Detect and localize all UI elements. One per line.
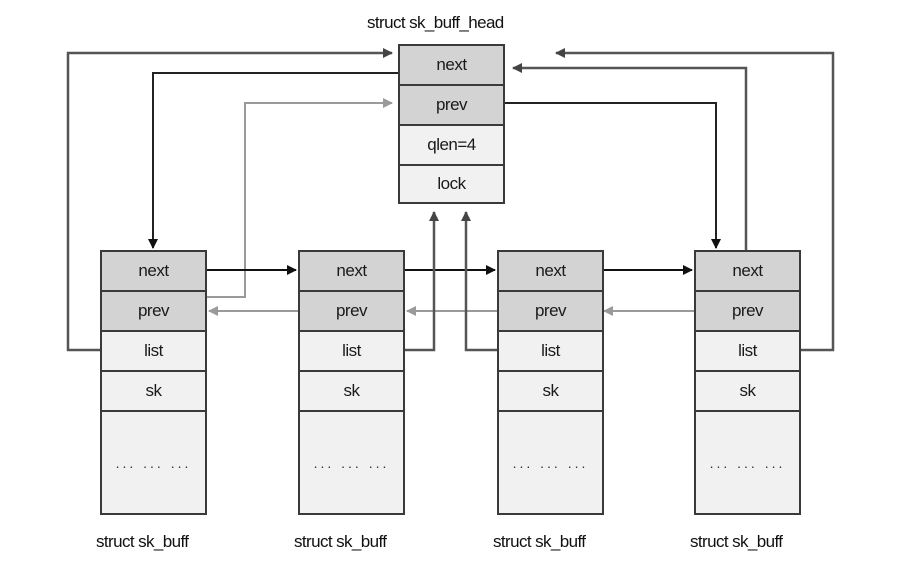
node-field-list: list — [694, 330, 801, 372]
head-field-qlen: qlen=4 — [398, 124, 505, 166]
arrow-head-next-to-node1 — [148, 72, 398, 249]
head-field-lock: lock — [398, 164, 505, 204]
node-field-sk: sk — [497, 370, 604, 412]
head-field-prev: prev — [398, 84, 505, 126]
arrow-node4-list-to-head — [555, 48, 835, 352]
node-field-list: list — [497, 330, 604, 372]
node-field-ellipsis: ... ... ... — [497, 410, 604, 515]
node-field-prev: prev — [694, 290, 801, 332]
node-field-next: next — [298, 250, 405, 292]
node-title: struct sk_buff — [294, 532, 387, 551]
arrow-node1-list-to-head — [66, 48, 393, 352]
arrow-node1-prev-to-head — [207, 98, 393, 298]
node-field-ellipsis: ... ... ... — [298, 410, 405, 515]
node-field-list: list — [298, 330, 405, 372]
node-field-next: next — [100, 250, 207, 292]
head-field-next: next — [398, 44, 505, 86]
node-field-ellipsis: ... ... ... — [100, 410, 207, 515]
node-field-prev: prev — [497, 290, 604, 332]
node-field-ellipsis: ... ... ... — [694, 410, 801, 515]
node-field-next: next — [694, 250, 801, 292]
arrow-head-prev-to-node4 — [505, 102, 721, 249]
arrow-node3-list-to-head — [461, 211, 497, 352]
node-field-prev: prev — [298, 290, 405, 332]
node-field-next: next — [497, 250, 604, 292]
node-title: struct sk_buff — [493, 532, 586, 551]
node-field-prev: prev — [100, 290, 207, 332]
arrow-node4-next-to-head — [512, 63, 748, 250]
node-field-sk: sk — [298, 370, 405, 412]
head-struct-title: struct sk_buff_head — [367, 13, 504, 32]
node-field-sk: sk — [100, 370, 207, 412]
node-title: struct sk_buff — [96, 532, 189, 551]
node-field-list: list — [100, 330, 207, 372]
arrow-node2-list-to-head — [405, 211, 439, 352]
node-title: struct sk_buff — [690, 532, 783, 551]
node-field-sk: sk — [694, 370, 801, 412]
